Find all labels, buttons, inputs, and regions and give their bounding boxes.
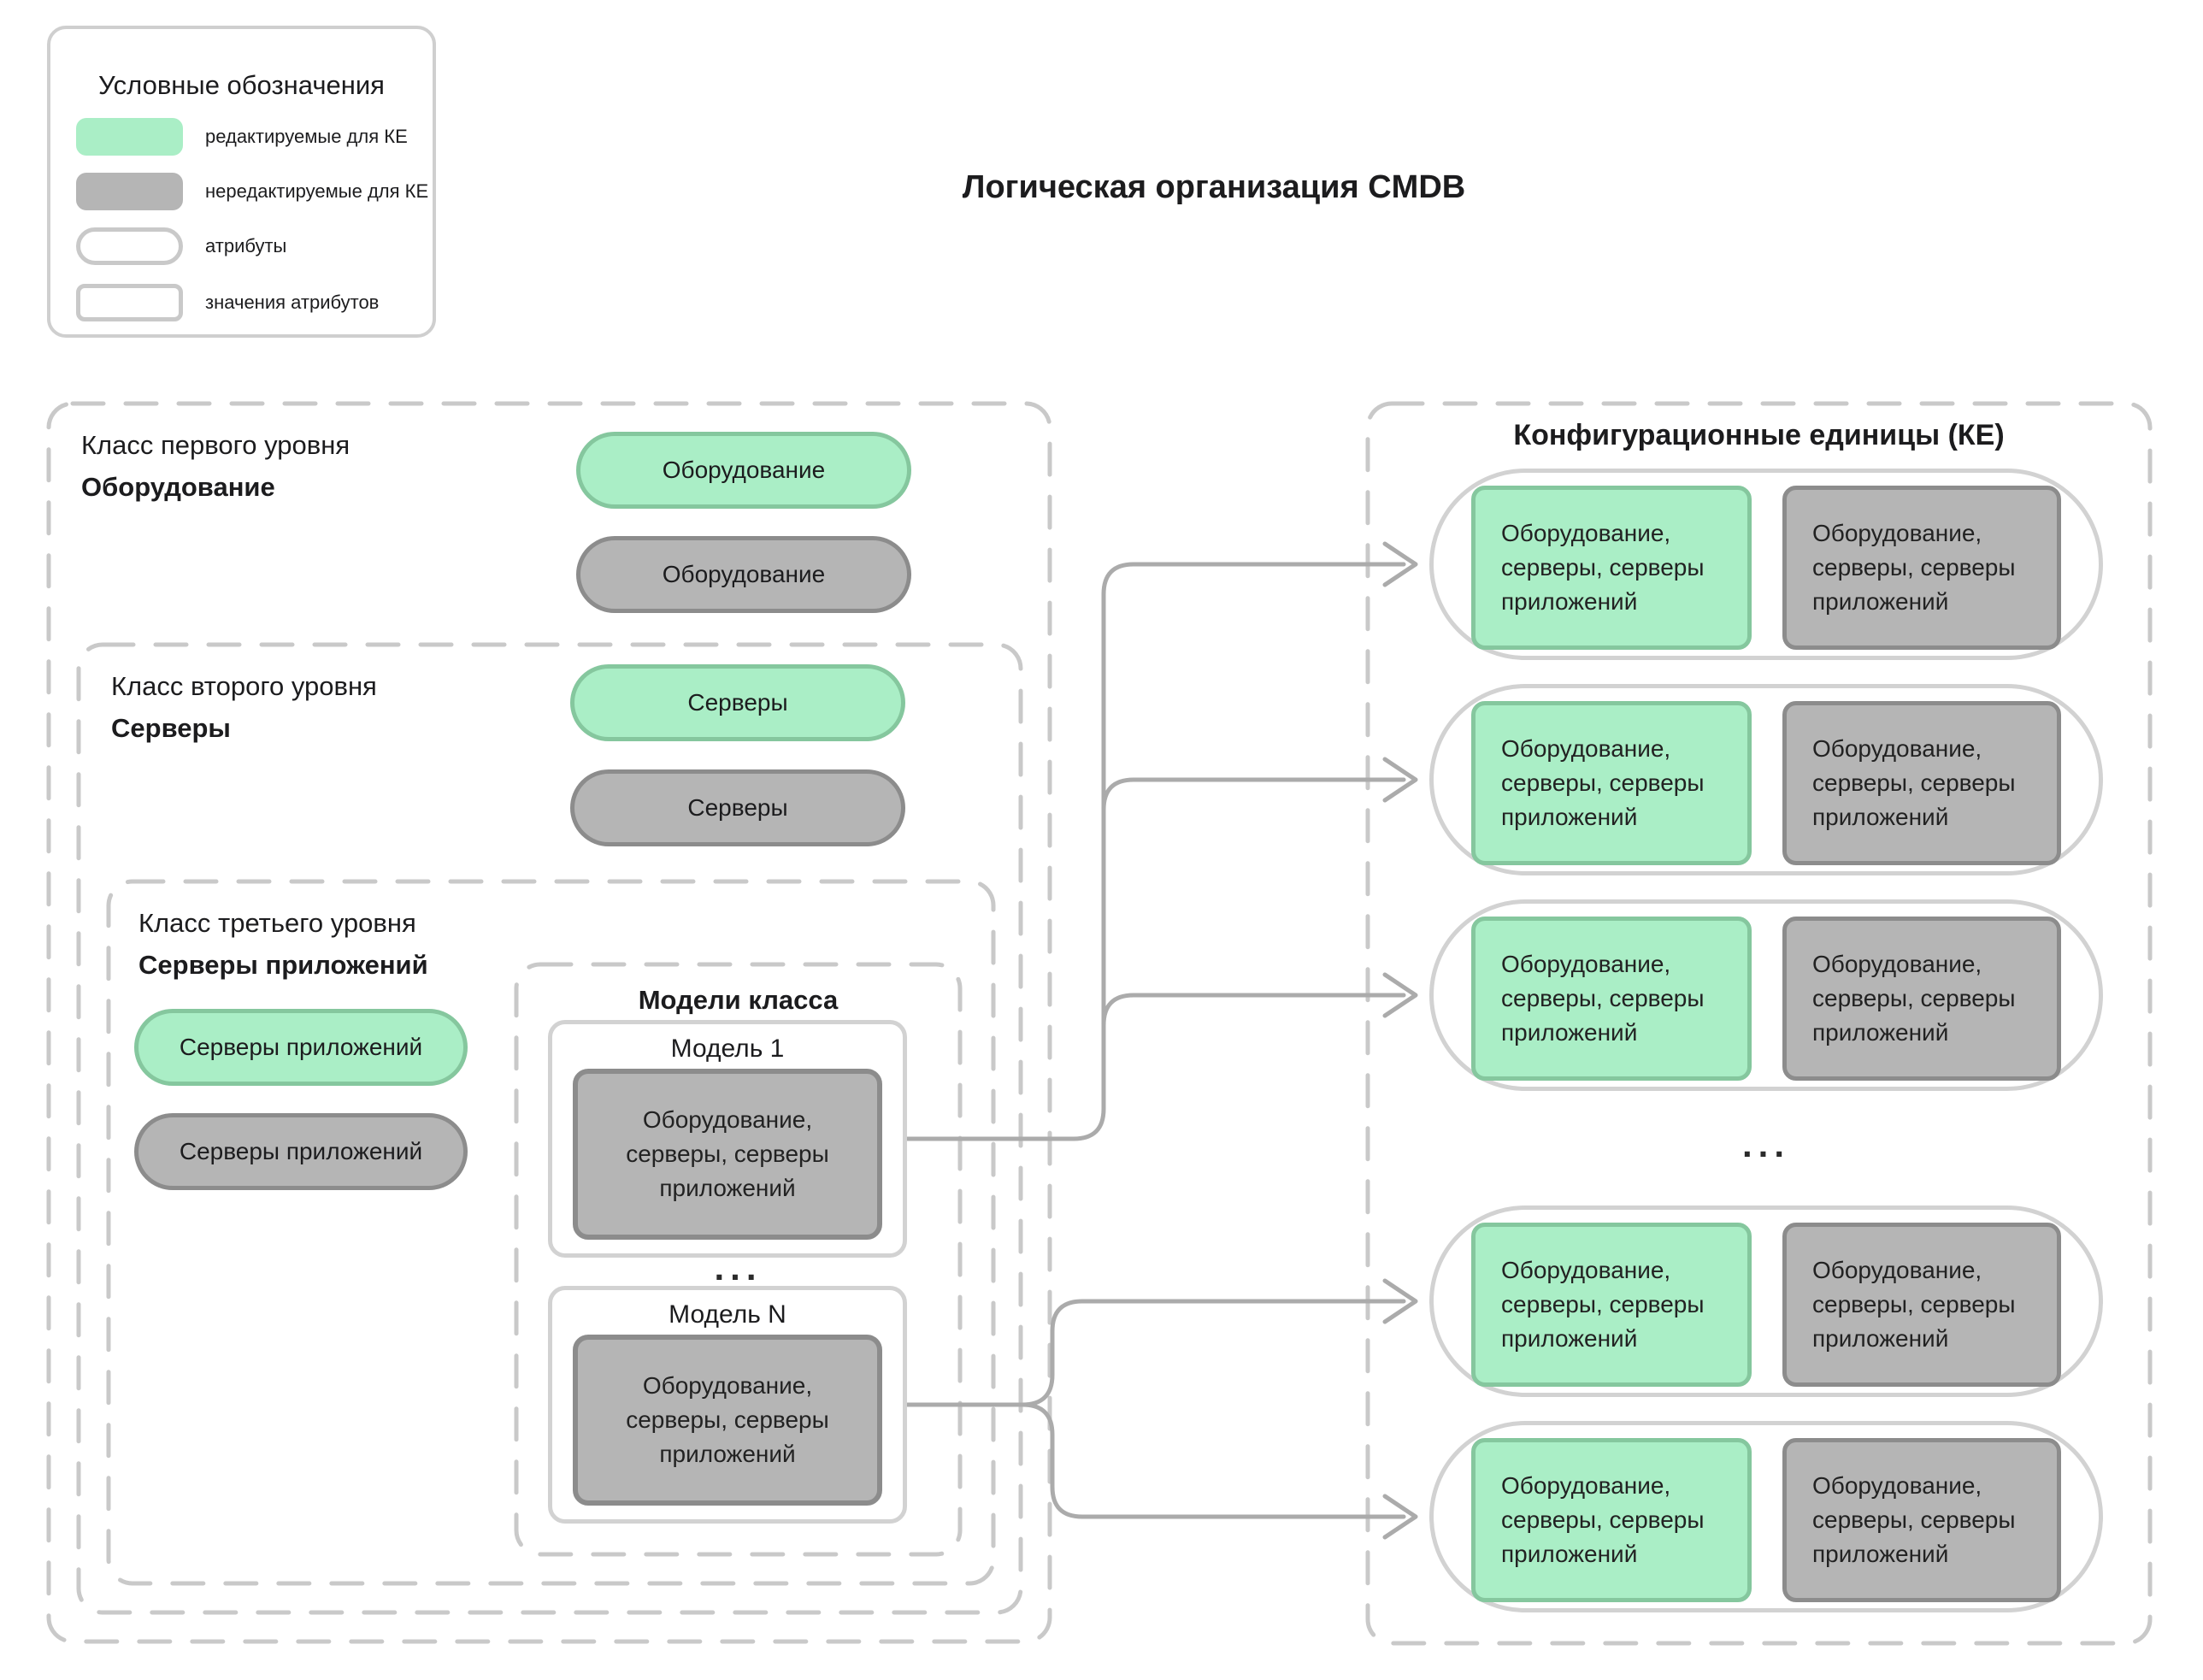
model-1-card: Модель 1 Оборудование, серверы, серверы …	[548, 1020, 907, 1258]
level2-caption: Класс второго уровня	[111, 671, 377, 701]
model-1-content-box: Оборудование, серверы, серверы приложени…	[573, 1069, 882, 1240]
ci-row-3: Оборудование, серверы, серверы приложени…	[1429, 899, 2103, 1091]
ci-noneditable-box: Оборудование, серверы, серверы приложени…	[1782, 1223, 2061, 1387]
outlined-rect-swatch-icon	[76, 284, 183, 321]
ci-noneditable-box: Оборудование, серверы, серверы приложени…	[1782, 701, 2061, 865]
legend-item-label: значения атрибутов	[205, 292, 380, 313]
level2-editable-pill: Серверы	[570, 664, 905, 741]
arrowhead-ci2-icon	[1382, 757, 1418, 803]
level3-caption: Класс третьего уровня	[138, 908, 416, 938]
model-n-content-box: Оборудование, серверы, серверы приложени…	[573, 1335, 882, 1506]
level2-class-label: Класс второго уровня Серверы	[111, 665, 377, 749]
ci-noneditable-box: Оборудование, серверы, серверы приложени…	[1782, 1438, 2061, 1602]
arrowhead-ci1-icon	[1382, 541, 1418, 587]
level1-caption: Класс первого уровня	[81, 430, 350, 460]
legend-item-noneditable: нередактируемые для КЕ	[76, 173, 428, 210]
level2-noneditable-pill: Серверы	[570, 769, 905, 846]
ci-row-2: Оборудование, серверы, серверы приложени…	[1429, 684, 2103, 875]
legend-item-label: атрибуты	[205, 235, 287, 256]
arrowhead-ci3-icon	[1382, 972, 1418, 1018]
connector-modelN-to-ci4	[904, 1299, 1406, 1407]
ci-editable-box: Оборудование, серверы, серверы приложени…	[1471, 701, 1752, 865]
legend-item-editable: редактируемые для КЕ	[76, 118, 408, 156]
gray-swatch-icon	[76, 173, 183, 210]
outlined-pill-swatch-icon	[76, 227, 183, 265]
ci-editable-box: Оборудование, серверы, серверы приложени…	[1471, 1438, 1752, 1602]
ci-noneditable-box: Оборудование, серверы, серверы приложени…	[1782, 486, 2061, 650]
connector-modelN-to-ci5	[904, 1402, 1406, 1519]
level1-editable-pill: Оборудование	[576, 432, 911, 509]
ci-row-1: Оборудование, серверы, серверы приложени…	[1429, 469, 2103, 660]
level1-noneditable-pill: Оборудование	[576, 536, 911, 613]
legend-panel: Условные обозначения редактируемые для К…	[47, 26, 436, 338]
level2-name: Серверы	[111, 713, 231, 743]
connector-model1-to-ci3	[1101, 993, 1406, 1028]
level1-name: Оборудование	[81, 472, 275, 502]
level3-noneditable-pill: Серверы приложений	[134, 1113, 468, 1190]
ci-editable-box: Оборудование, серверы, серверы приложени…	[1471, 917, 1752, 1081]
level3-name: Серверы приложений	[138, 950, 428, 980]
page-title: Логическая организация CMDB	[962, 169, 1466, 205]
ci-row-5: Оборудование, серверы, серверы приложени…	[1429, 1421, 2103, 1612]
legend-item-label: редактируемые для КЕ	[205, 126, 408, 147]
models-ellipsis: ...	[714, 1247, 763, 1288]
green-swatch-icon	[76, 118, 183, 156]
model-1-title: Модель 1	[670, 1035, 785, 1063]
ci-ellipsis: ...	[1741, 1124, 1790, 1164]
configuration-items-title: Конфигурационные единицы (КЕ)	[1513, 419, 2005, 451]
ci-noneditable-box: Оборудование, серверы, серверы приложени…	[1782, 917, 2061, 1081]
legend-item-attributes: атрибуты	[76, 227, 286, 265]
ci-editable-box: Оборудование, серверы, серверы приложени…	[1471, 1223, 1752, 1387]
model-n-card: Модель N Оборудование, серверы, серверы …	[548, 1286, 907, 1524]
level3-editable-pill: Серверы приложений	[134, 1009, 468, 1086]
class-models-title: Модели класса	[638, 985, 839, 1015]
arrowhead-ci5-icon	[1382, 1494, 1418, 1540]
arrowhead-ci4-icon	[1382, 1278, 1418, 1324]
ci-editable-box: Оборудование, серверы, серверы приложени…	[1471, 486, 1752, 650]
model-n-title: Модель N	[669, 1300, 786, 1329]
legend-title: Условные обозначения	[98, 70, 385, 100]
connector-model1-to-ci2	[1101, 777, 1406, 812]
legend-item-label: нередактируемые для КЕ	[205, 180, 429, 202]
ci-row-4: Оборудование, серверы, серверы приложени…	[1429, 1205, 2103, 1397]
level3-class-label: Класс третьего уровня Серверы приложений	[138, 902, 428, 986]
legend-item-attribute-values: значения атрибутов	[76, 284, 379, 321]
connector-model1-to-ci1	[904, 562, 1406, 1141]
level1-class-label: Класс первого уровня Оборудование	[81, 424, 350, 508]
